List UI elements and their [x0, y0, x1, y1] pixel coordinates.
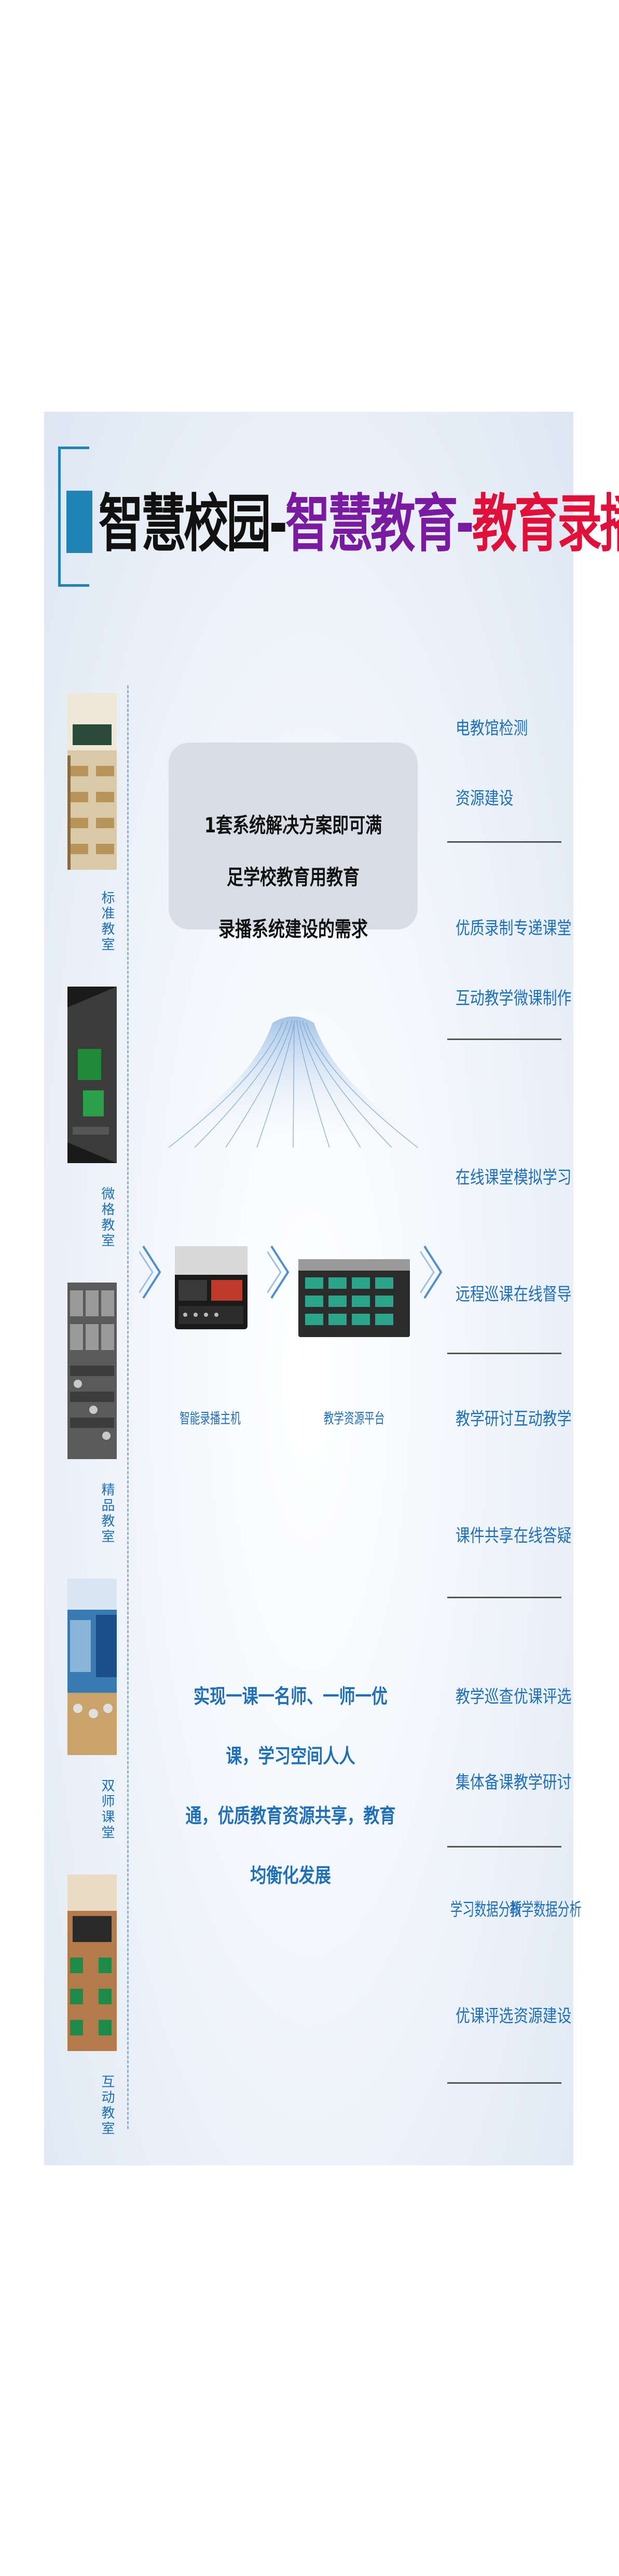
feature-item: 优课评选: [514, 1687, 572, 1707]
feature-item: 电教馆检测: [456, 718, 528, 739]
solution-callout: [169, 743, 418, 929]
premium-classroom-photo: [67, 1283, 117, 1459]
feature-item: 模拟学习: [514, 1167, 572, 1188]
feature-item: 互动教学: [514, 1409, 572, 1429]
dual-teacher-classroom-photo: [67, 1579, 117, 1755]
interactive-classroom-photo: [67, 1874, 117, 2051]
device-label-resource-platform: 教学资源平台: [323, 1410, 385, 1427]
feature-item: 在线课堂: [456, 1167, 514, 1188]
flow-chevron-icon: [420, 1245, 443, 1299]
title-bracket-decoration: [58, 447, 89, 587]
group-divider: [447, 1353, 561, 1354]
feature-item: 教学巡查: [456, 1687, 514, 1707]
group-divider: [447, 1846, 561, 1847]
slogan-text: 实现一课一名师、一师一优课，学习空间人人 通，优质教育资源共享，教育均衡化发展: [180, 1667, 401, 1906]
title-part-education: 智慧教育-: [285, 488, 474, 560]
solution-line-2: 录播系统建设的需求: [218, 918, 368, 941]
feature-item: 互动教学: [456, 988, 514, 1009]
solution-line-1: 1套系统解决方案即可满足学校教育用教育: [204, 814, 382, 889]
feature-item: 资源建设: [514, 2006, 572, 2027]
group-divider: [447, 2082, 561, 2084]
room-label-premium: 精品教室: [99, 1482, 115, 1545]
flow-chevron-icon: [267, 1245, 290, 1299]
feature-item: 资源建设: [456, 788, 514, 809]
flow-chevron-icon: [139, 1245, 161, 1299]
group-divider: [447, 841, 561, 843]
feature-item: 专递课堂: [514, 918, 572, 939]
slogan-line-2: 通，优质教育资源共享，教育均衡化发展: [185, 1804, 396, 1887]
room-label-standard: 标准教室: [99, 891, 115, 953]
feature-item: 优质录制: [456, 918, 514, 939]
device-label-recording-host: 智能录播主机: [180, 1410, 241, 1427]
feature-item: 集体备课: [456, 1772, 514, 1793]
feature-item: 教学研讨: [456, 1409, 514, 1429]
convergence-fan-graphic: [153, 1016, 433, 1148]
group-divider: [447, 1039, 561, 1040]
left-dashed-divider: [127, 685, 129, 2129]
feature-item: 教学研讨: [514, 1772, 572, 1793]
feature-item: 在线答疑: [514, 1526, 572, 1546]
microteaching-room-photo: [67, 987, 117, 1163]
feature-item: 优课评选: [456, 2006, 514, 2027]
feature-item: 学习数据分析: [450, 1899, 522, 1920]
feature-item: 在线督导: [514, 1284, 572, 1305]
feature-item: 教学数据分析: [510, 1899, 582, 1920]
feature-item: 课件共享: [456, 1526, 514, 1546]
title-part-campus: 智慧校园-: [99, 488, 287, 560]
title-block-decoration: [66, 491, 92, 553]
solution-text: 1套系统解决方案即可满足学校教育用教育 录播系统建设的需求: [200, 800, 387, 955]
classroom-photo: [67, 693, 117, 870]
resource-server-icon: [298, 1259, 410, 1337]
slogan-line-1: 实现一课一名师、一师一优课，学习空间人人: [194, 1685, 388, 1768]
room-label-microteaching: 微格教室: [99, 1186, 115, 1249]
feature-item: 远程巡课: [456, 1284, 514, 1305]
room-label-dual-teacher: 双师课堂: [99, 1778, 115, 1841]
feature-item: 微课制作: [514, 988, 572, 1009]
group-divider: [447, 1597, 561, 1598]
recording-host-icon: [175, 1246, 247, 1329]
room-label-interactive: 互动教室: [99, 2074, 115, 2137]
